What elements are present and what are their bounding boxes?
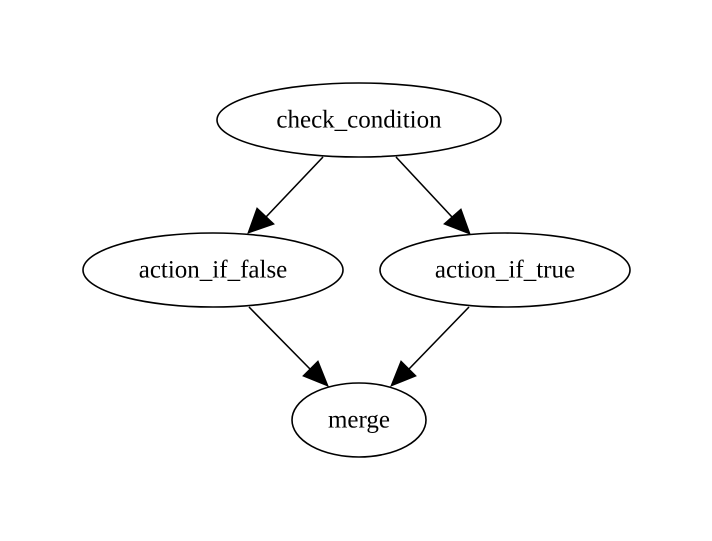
arrowhead <box>247 207 275 234</box>
node-ellipse <box>82 232 344 308</box>
arrowhead <box>390 360 417 387</box>
node-label: action_if_false <box>139 257 288 284</box>
node-action-if-false: action_if_false <box>82 232 344 308</box>
arrowhead <box>302 360 329 387</box>
node-check-condition: check_condition <box>216 82 502 158</box>
node-label: action_if_true <box>435 257 575 284</box>
edge-line <box>248 306 311 370</box>
arrowhead <box>443 208 471 235</box>
edge-line <box>265 156 324 218</box>
edge-true-to-merge <box>390 306 470 387</box>
edge-check-to-false <box>247 156 324 234</box>
edge-line <box>408 306 470 370</box>
edge-false-to-merge <box>248 306 329 387</box>
node-merge: merge <box>291 382 427 458</box>
edge-line <box>395 156 453 218</box>
edge-check-to-true <box>395 156 471 235</box>
node-label: check_condition <box>276 107 442 134</box>
node-action-if-true: action_if_true <box>379 232 631 308</box>
node-ellipse <box>216 82 502 158</box>
node-label: merge <box>328 407 390 434</box>
node-ellipse <box>291 382 427 458</box>
node-ellipse <box>379 232 631 308</box>
